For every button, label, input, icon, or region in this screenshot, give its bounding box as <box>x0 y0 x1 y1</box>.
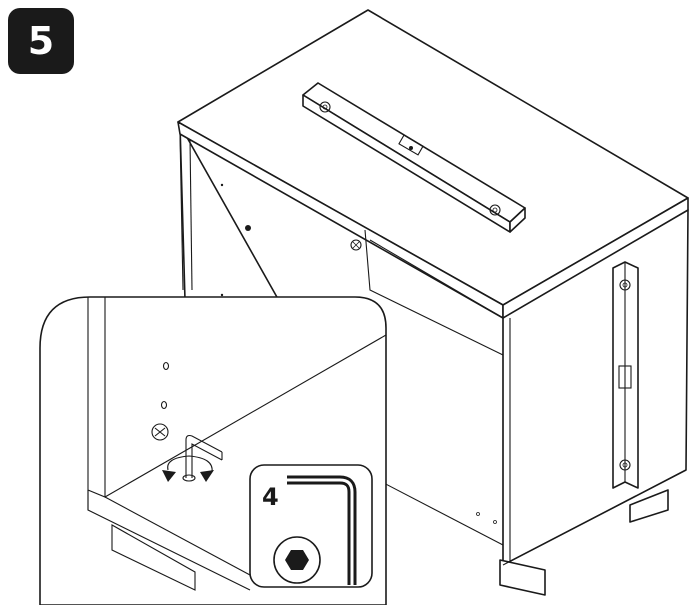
allen-key-in-use <box>162 434 223 482</box>
hexagon-icon <box>285 550 309 570</box>
spirit-level-side <box>612 261 639 489</box>
allen-key-size-label: 4 <box>262 483 279 511</box>
step-number-badge: 5 <box>8 8 74 74</box>
spirit-level-top <box>302 82 526 233</box>
cabinet-foot <box>499 559 546 596</box>
tool-callout-box: 4 <box>249 464 373 588</box>
